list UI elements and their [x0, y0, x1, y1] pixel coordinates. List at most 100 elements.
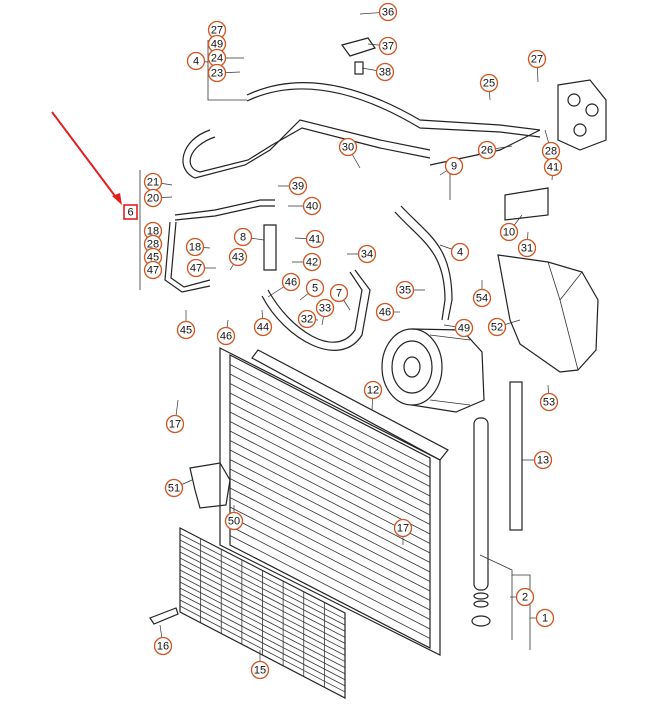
- callout-label: 4: [457, 247, 463, 259]
- callout-41b[interactable]: 41: [305, 229, 325, 249]
- callout-45a[interactable]: 45: [143, 247, 163, 267]
- callout-label: 33: [319, 303, 331, 315]
- callout-33[interactable]: 33: [315, 298, 335, 318]
- callout-label: 9: [451, 161, 457, 173]
- callout-17a[interactable]: 17: [165, 414, 185, 434]
- callout-circle: [165, 414, 185, 434]
- callout-label: 34: [361, 249, 373, 261]
- callout-39[interactable]: 39: [288, 176, 308, 196]
- callout-13[interactable]: 13: [533, 450, 553, 470]
- callout-26[interactable]: 26: [477, 140, 497, 160]
- callout-46c[interactable]: 46: [216, 326, 236, 346]
- callout-label: 18: [147, 226, 159, 238]
- callout-17b[interactable]: 17: [393, 518, 413, 538]
- callout-label: 27: [211, 25, 223, 37]
- callout-circle: [186, 51, 206, 71]
- callout-25[interactable]: 25: [479, 73, 499, 93]
- callout-10[interactable]: 10: [499, 222, 519, 242]
- callout-circle: [378, 36, 398, 56]
- callout-18b[interactable]: 18: [185, 237, 205, 257]
- highlight-arrow: 6: [51, 111, 138, 220]
- callout-label: 21: [147, 177, 159, 189]
- callout-45b[interactable]: 45: [176, 320, 196, 340]
- part-6-label[interactable]: 6: [127, 207, 133, 219]
- callout-label: 43: [232, 252, 244, 264]
- callout-label: 17: [397, 523, 409, 535]
- callout-21[interactable]: 21: [143, 172, 163, 192]
- callout-1[interactable]: 1: [535, 608, 555, 628]
- callout-49b[interactable]: 49: [454, 318, 474, 338]
- callout-12[interactable]: 12: [363, 380, 383, 400]
- callout-47b[interactable]: 47: [186, 258, 206, 278]
- callout-4b[interactable]: 4: [450, 242, 470, 262]
- callout-label: 12: [367, 385, 379, 397]
- callout-label: 36: [382, 7, 394, 19]
- callout-44[interactable]: 44: [253, 317, 273, 337]
- callout-24[interactable]: 24: [207, 48, 227, 68]
- callout-23[interactable]: 23: [207, 63, 227, 83]
- callout-label: 35: [399, 285, 411, 297]
- callout-label: 41: [547, 162, 559, 174]
- callout-32[interactable]: 32: [297, 309, 317, 329]
- callout-label: 47: [147, 265, 159, 277]
- callout-46b[interactable]: 46: [375, 302, 395, 322]
- callout-label: 7: [336, 288, 342, 300]
- bracket-10: [504, 187, 549, 221]
- callout-51[interactable]: 51: [164, 478, 184, 498]
- callout-37[interactable]: 37: [378, 36, 398, 56]
- callout-31[interactable]: 31: [517, 238, 537, 258]
- callout-43[interactable]: 43: [228, 247, 248, 267]
- callout-circle: [186, 258, 206, 278]
- callout-16[interactable]: 16: [153, 636, 173, 656]
- callout-47a[interactable]: 47: [143, 260, 163, 280]
- callout-15[interactable]: 15: [250, 660, 270, 680]
- callout-34[interactable]: 34: [357, 244, 377, 264]
- callout-circle: [517, 238, 537, 258]
- callout-27b[interactable]: 27: [527, 49, 547, 69]
- callout-label: 23: [211, 68, 223, 80]
- callout-7[interactable]: 7: [329, 283, 349, 303]
- callout-5[interactable]: 5: [305, 278, 325, 298]
- callout-46a[interactable]: 46: [281, 272, 301, 292]
- callout-label: 32: [301, 314, 313, 326]
- callout-2[interactable]: 2: [515, 587, 535, 607]
- callout-label: 2: [522, 592, 528, 604]
- callout-40[interactable]: 40: [302, 196, 322, 216]
- callout-circle: [375, 302, 395, 322]
- callout-28b[interactable]: 28: [143, 234, 163, 254]
- callout-50[interactable]: 50: [224, 511, 244, 531]
- callout-49a[interactable]: 49: [207, 34, 227, 54]
- callout-circle: [302, 196, 322, 216]
- expansion-valve: [557, 79, 607, 151]
- callout-42[interactable]: 42: [302, 252, 322, 272]
- callout-54[interactable]: 54: [472, 288, 492, 308]
- callout-circle: [329, 283, 349, 303]
- callout-38[interactable]: 38: [375, 62, 395, 82]
- callout-52[interactable]: 52: [487, 317, 507, 337]
- callout-28[interactable]: 28: [541, 141, 561, 161]
- callout-circle: [143, 260, 163, 280]
- callout-9[interactable]: 9: [444, 156, 464, 176]
- callout-20[interactable]: 20: [143, 188, 163, 208]
- callout-label: 30: [342, 142, 354, 154]
- callout-label: 54: [476, 293, 488, 305]
- callout-circle: [454, 318, 474, 338]
- bracket-51: [189, 462, 231, 509]
- callout-circle: [338, 137, 358, 157]
- callout-41a[interactable]: 41: [543, 157, 563, 177]
- callout-label: 46: [220, 331, 232, 343]
- callout-circle: [487, 317, 507, 337]
- callout-label: 15: [254, 665, 266, 677]
- callout-53[interactable]: 53: [539, 392, 559, 412]
- callout-18a[interactable]: 18: [143, 221, 163, 241]
- callout-label: 45: [147, 252, 159, 264]
- callout-circle: [143, 188, 163, 208]
- callout-8[interactable]: 8: [233, 227, 253, 247]
- callout-circle: [539, 392, 559, 412]
- callout-35[interactable]: 35: [395, 280, 415, 300]
- callout-30[interactable]: 30: [338, 137, 358, 157]
- callout-label: 31: [521, 243, 533, 255]
- callout-36[interactable]: 36: [378, 2, 398, 22]
- callout-4a[interactable]: 4: [186, 51, 206, 71]
- callout-circle: [357, 244, 377, 264]
